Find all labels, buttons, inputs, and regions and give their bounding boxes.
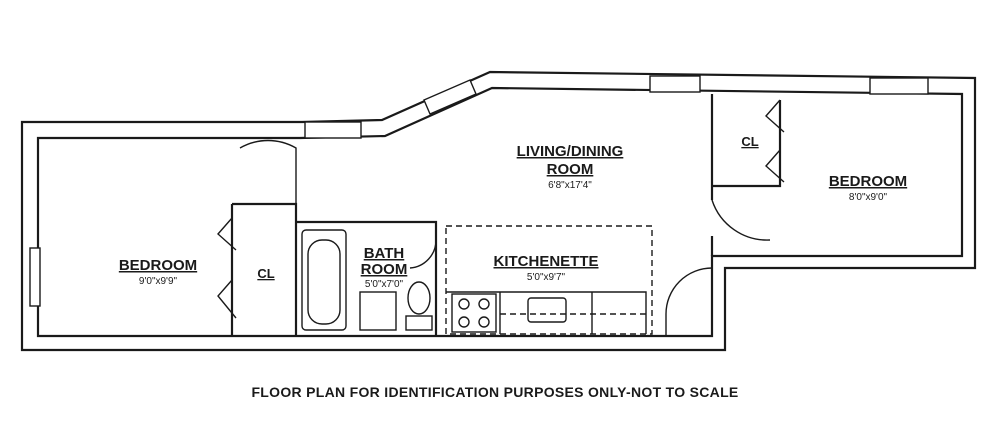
burner [478,316,490,328]
bath-walls [296,220,438,336]
left-bedroom-label: BEDROOM [119,257,197,274]
burner [458,298,470,310]
kitchenette-outline [445,225,653,335]
window-right-bedroom [869,77,929,95]
left-bedroom-dims: 9'0"x9'9" [139,276,178,287]
kitchen-stove [451,293,497,333]
burner [478,298,490,310]
right-bedroom-label: BEDROOM [829,173,907,190]
right-closet-door [765,99,785,183]
living-label-1: LIVING/DINING [517,143,624,160]
living-dims: 6'8"x17'4" [548,180,592,191]
kitchen-counter [446,291,647,334]
bath-door [409,239,437,269]
kitchen-sink [527,297,567,323]
toilet-bowl [407,281,431,315]
living-label-2: ROOM [547,161,594,178]
bath-dims: 5'0"x7'0" [365,279,404,290]
kitchenette-dims: 5'0"x9'7" [527,272,566,283]
bath-sink [359,291,397,331]
right-bedroom-dims: 8'0"x9'0" [849,192,888,203]
window-left-bedroom [29,247,41,307]
right-closet-label: CL [741,134,758,149]
bath-label-2: ROOM [361,261,408,278]
kitchenette-label: KITCHENETTE [494,253,599,270]
outer-wall [20,70,977,352]
disclaimer-note: FLOOR PLAN FOR IDENTIFICATION PURPOSES O… [251,384,739,400]
window-living-3 [649,75,701,93]
left-closet-label: CL [257,266,274,281]
left-closet-door [217,217,237,319]
bath-label-1: BATH [364,245,405,262]
bathtub-inner [307,239,341,325]
toilet-tank [405,315,433,331]
window-living-2 [423,79,477,115]
window-living-1 [304,121,362,139]
right-bedroom-door [711,199,771,241]
entry-door [665,267,713,336]
left-bedroom-door [239,139,297,204]
burner [458,316,470,328]
